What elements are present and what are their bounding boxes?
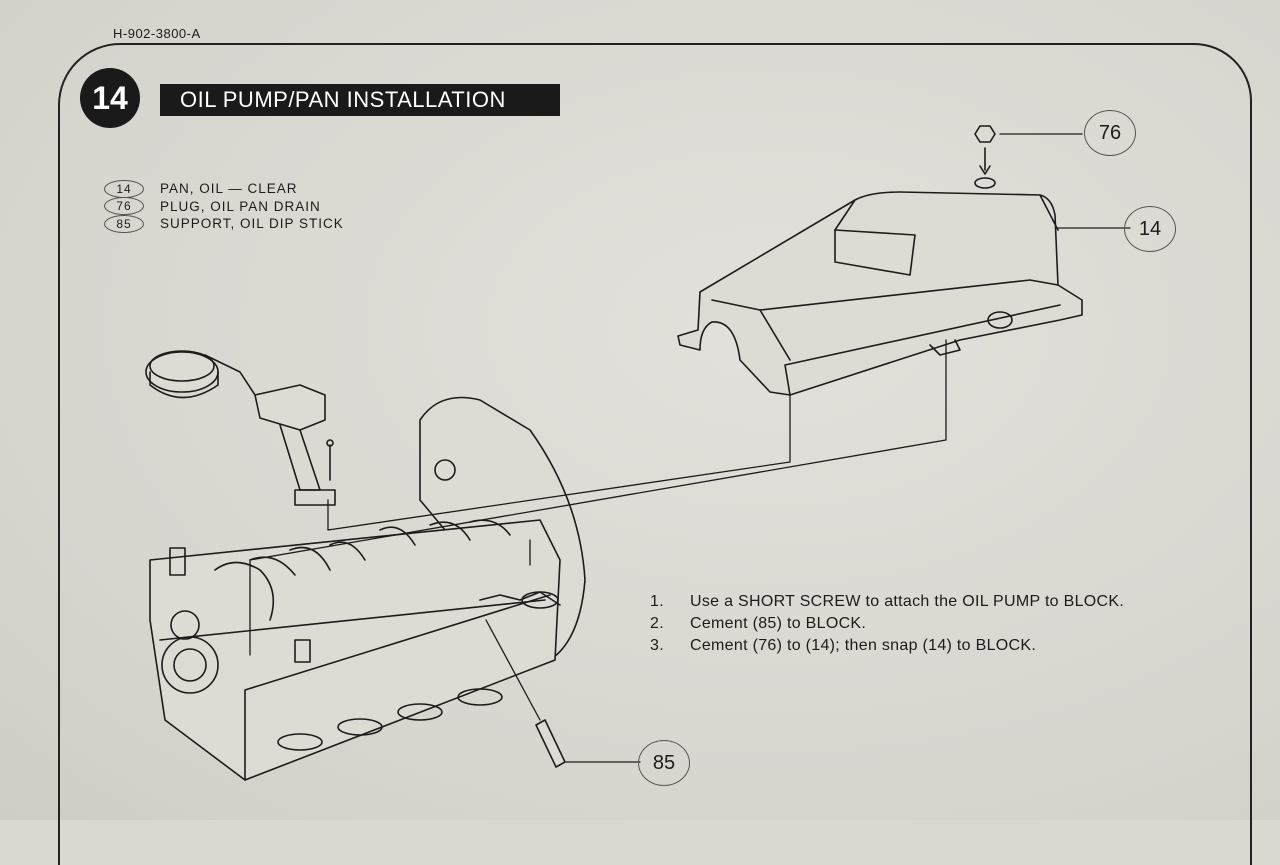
instruction-item: 1. Use a SHORT SCREW to attach the OIL P… <box>650 591 1124 613</box>
instruction-number: 1. <box>650 593 664 610</box>
assembly-illustration <box>145 125 1131 781</box>
instruction-item: 3. Cement (76) to (14); then snap (14) t… <box>650 635 1124 657</box>
callout-pan: 14 <box>1124 206 1176 252</box>
part-number: 85 <box>104 214 144 233</box>
instruction-text: Use a SHORT SCREW to attach the OIL PUMP… <box>690 593 1125 610</box>
instruction-item: 2. Cement (85) to BLOCK. <box>650 613 1124 635</box>
part-name: SUPPORT, OIL DIP STICK <box>160 216 344 232</box>
part-name: PLUG, OIL PAN DRAIN <box>160 198 321 214</box>
assembly-guide-lines <box>249 133 1131 763</box>
page-frame <box>58 43 1252 865</box>
instruction-number: 2. <box>650 615 664 632</box>
instruction-number: 3. <box>650 637 664 654</box>
instruction-text: Cement (76) to (14); then snap (14) to B… <box>690 637 1037 654</box>
oil-pump-drawing <box>145 350 336 506</box>
instructions-list: 1. Use a SHORT SCREW to attach the OIL P… <box>650 591 1124 657</box>
instruction-text: Cement (85) to BLOCK. <box>690 615 867 632</box>
oil-pan-drawing <box>677 177 1083 396</box>
document-code: H-902-3800-A <box>113 26 201 41</box>
step-title-bar: OIL PUMP/PAN INSTALLATION <box>160 84 560 116</box>
parts-list: 14 PAN, OIL — CLEAR 76 PLUG, OIL PAN DRA… <box>104 179 344 233</box>
dipstick-support-drawing <box>535 719 566 768</box>
part-name: PAN, OIL — CLEAR <box>160 181 298 197</box>
engine-block-drawing <box>149 396 586 781</box>
step-number-badge: 14 <box>80 68 140 128</box>
step-title: OIL PUMP/PAN INSTALLATION <box>180 87 506 112</box>
parts-list-item: 85 SUPPORT, OIL DIP STICK <box>104 214 344 233</box>
callout-plug: 76 <box>1084 110 1136 156</box>
parts-list-item: 14 PAN, OIL — CLEAR <box>104 179 344 198</box>
callout-support: 85 <box>638 740 690 786</box>
drain-plug-drawing <box>974 125 996 175</box>
